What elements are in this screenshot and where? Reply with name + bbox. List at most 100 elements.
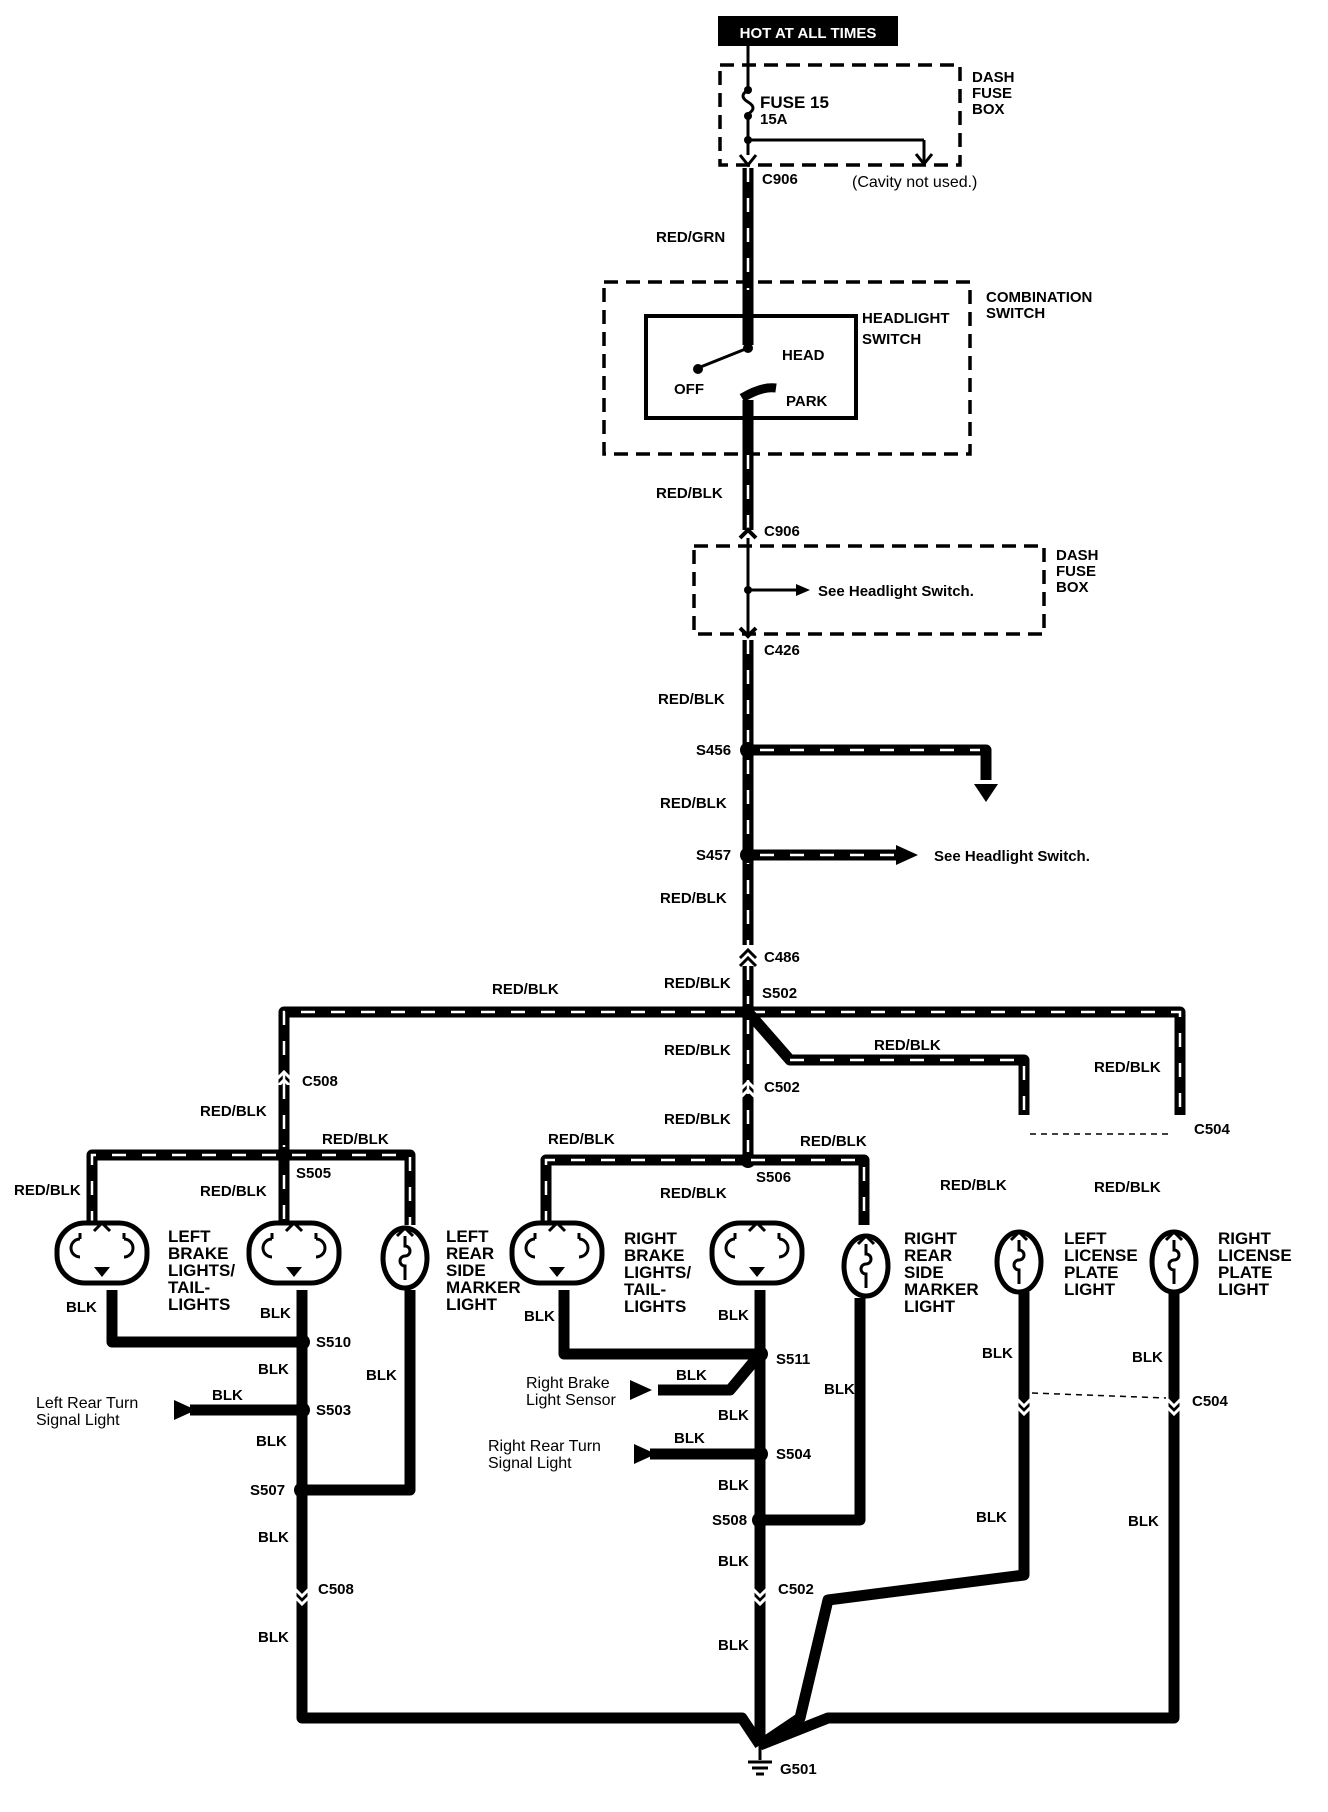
right-license-light-icon <box>1152 1232 1196 1292</box>
svg-text:REAR: REAR <box>446 1244 494 1263</box>
wire-label-red-blk-1: RED/BLK <box>656 485 723 502</box>
svg-text:LIGHTS: LIGHTS <box>168 1295 230 1314</box>
wire-label-red-blk-c2: RED/BLK <box>664 1111 731 1128</box>
c906-top-arrow-icon <box>738 154 758 168</box>
left-brake-light-outer-icon <box>57 1223 147 1283</box>
c508-low-label: C508 <box>318 1581 354 1598</box>
svg-text:MARKER: MARKER <box>904 1280 979 1299</box>
wire-label-blk-r7: BLK <box>718 1553 749 1570</box>
switch-park-contact <box>739 383 777 402</box>
svg-text:LICENSE: LICENSE <box>1218 1246 1292 1265</box>
svg-text:TAIL-: TAIL- <box>624 1280 666 1299</box>
svg-text:LIGHTS/: LIGHTS/ <box>168 1261 235 1280</box>
svg-text:MARKER: MARKER <box>446 1278 521 1297</box>
splice-s510-label: S510 <box>316 1334 351 1351</box>
fuse-box-top-label-3: BOX <box>972 101 1005 118</box>
brake-sensor-label-2: Light Sensor <box>526 1392 617 1409</box>
ground-g501-label: G501 <box>780 1761 817 1778</box>
wire-label-red-blk-r5: RED/BLK <box>1094 1179 1161 1196</box>
svg-text:BRAKE: BRAKE <box>168 1244 228 1263</box>
wire-s502-left-license <box>743 1008 1030 1115</box>
dash-fuse-box-top <box>718 63 962 167</box>
wire-left-side-marker-ground <box>302 1290 416 1496</box>
fuse-15-rating: 15A <box>760 111 788 128</box>
label-left-license-light: LEFT LICENSE PLATE LIGHT <box>1064 1229 1138 1299</box>
wire-left-license-ground <box>756 1292 1030 1750</box>
splice-s508-dot <box>752 1512 768 1528</box>
combination-switch-label-2: SWITCH <box>986 305 1045 322</box>
left-side-marker-icon <box>383 1228 427 1288</box>
splice-s507-dot <box>294 1482 310 1498</box>
wire-label-blk-l8: BLK <box>212 1387 243 1404</box>
s456-arrow-icon <box>974 784 998 802</box>
fuse-15-symbol <box>741 88 755 116</box>
mid-fuse-arrow-icon <box>796 584 810 596</box>
wire-right-brake-outer-ground <box>558 1290 760 1360</box>
cavity-arrow-icon <box>914 153 934 167</box>
fuse-box-mid-label-1: DASH <box>1056 547 1099 564</box>
c426-symbol <box>738 626 758 639</box>
wire-label-blk-ll1: BLK <box>982 1345 1013 1362</box>
svg-text:SIDE: SIDE <box>904 1263 944 1282</box>
right-turn-signal-arrow-icon <box>634 1444 656 1464</box>
svg-text:LIGHTS: LIGHTS <box>624 1297 686 1316</box>
right-turn-signal-label-2: Signal Light <box>488 1455 572 1472</box>
hot-at-all-times-label: HOT AT ALL TIMES <box>740 25 877 42</box>
svg-text:PLATE: PLATE <box>1064 1263 1118 1282</box>
splice-s511-label: S511 <box>776 1351 810 1368</box>
wire-label-blk-l5: BLK <box>256 1433 287 1450</box>
switch-park-label: PARK <box>786 393 828 410</box>
fuse-15-label: FUSE 15 <box>760 93 829 112</box>
wire-label-blk-ll2: BLK <box>976 1509 1007 1526</box>
wire-label-blk-l3: BLK <box>258 1361 289 1378</box>
c426-label: C426 <box>764 642 800 659</box>
label-right-license-light: RIGHT LICENSE PLATE LIGHT <box>1218 1229 1292 1299</box>
fuse-box-mid-label-3: BOX <box>1056 579 1089 596</box>
wire-label-red-blk-rl: RED/BLK <box>1094 1059 1161 1076</box>
wire-brake-sensor <box>658 1350 765 1396</box>
brake-sensor-arrow-icon <box>630 1380 652 1400</box>
c906-top-label: C906 <box>762 171 798 188</box>
c906-mid-symbol <box>738 527 758 540</box>
headlight-switch-label-2: SWITCH <box>862 331 921 348</box>
c504-low-label: C504 <box>1192 1393 1229 1410</box>
wire-label-blk-r8: BLK <box>718 1637 749 1654</box>
c504-top-label: C504 <box>1194 1121 1231 1138</box>
switch-off-contact <box>693 364 703 374</box>
wire-label-blk-l7: BLK <box>258 1629 289 1646</box>
splice-s504-label: S504 <box>776 1446 812 1463</box>
svg-text:LEFT: LEFT <box>168 1227 211 1246</box>
wire-label-red-grn: RED/GRN <box>656 229 725 246</box>
splice-s511-dot <box>752 1346 768 1362</box>
wire-label-blk-r4: BLK <box>718 1407 749 1424</box>
c502-top-label: C502 <box>764 1079 800 1096</box>
svg-text:LIGHT: LIGHT <box>904 1297 956 1316</box>
fuse-box-top-label-1: DASH <box>972 69 1015 86</box>
c906-mid-label: C906 <box>764 523 800 540</box>
switch-arm <box>697 346 749 370</box>
svg-text:LEFT: LEFT <box>1064 1229 1107 1248</box>
svg-text:LIGHT: LIGHT <box>1218 1280 1270 1299</box>
c486-label: C486 <box>764 949 800 966</box>
svg-text:SIDE: SIDE <box>446 1261 486 1280</box>
label-right-side-marker: RIGHT REAR SIDE MARKER LIGHT <box>904 1229 979 1316</box>
wire-label-red-blk-l4: RED/BLK <box>200 1183 267 1200</box>
ground-icon <box>748 1760 772 1776</box>
wire-right-side-marker-ground <box>760 1298 866 1526</box>
wire-label-blk-r5: BLK <box>824 1381 855 1398</box>
combination-switch-box <box>602 280 972 456</box>
fuse-top-terminal <box>744 86 752 94</box>
left-license-light-icon <box>997 1232 1041 1292</box>
wire-label-red-blk-r1: RED/BLK <box>548 1131 615 1148</box>
mid-fuse-see-text: See Headlight Switch. <box>818 583 974 600</box>
splice-s457-label: S457 <box>696 847 731 864</box>
wire-label-blk-l4: BLK <box>366 1367 397 1384</box>
svg-text:RIGHT: RIGHT <box>904 1229 958 1248</box>
cavity-branch-dot <box>744 136 752 144</box>
c504-low-link <box>1031 1392 1167 1399</box>
wire-label-red-blk-2: RED/BLK <box>658 691 725 708</box>
svg-text:REAR: REAR <box>904 1246 952 1265</box>
wire-label-red-blk-c1: RED/BLK <box>664 1042 731 1059</box>
right-turn-signal-label-1: Right Rear Turn <box>488 1438 601 1455</box>
